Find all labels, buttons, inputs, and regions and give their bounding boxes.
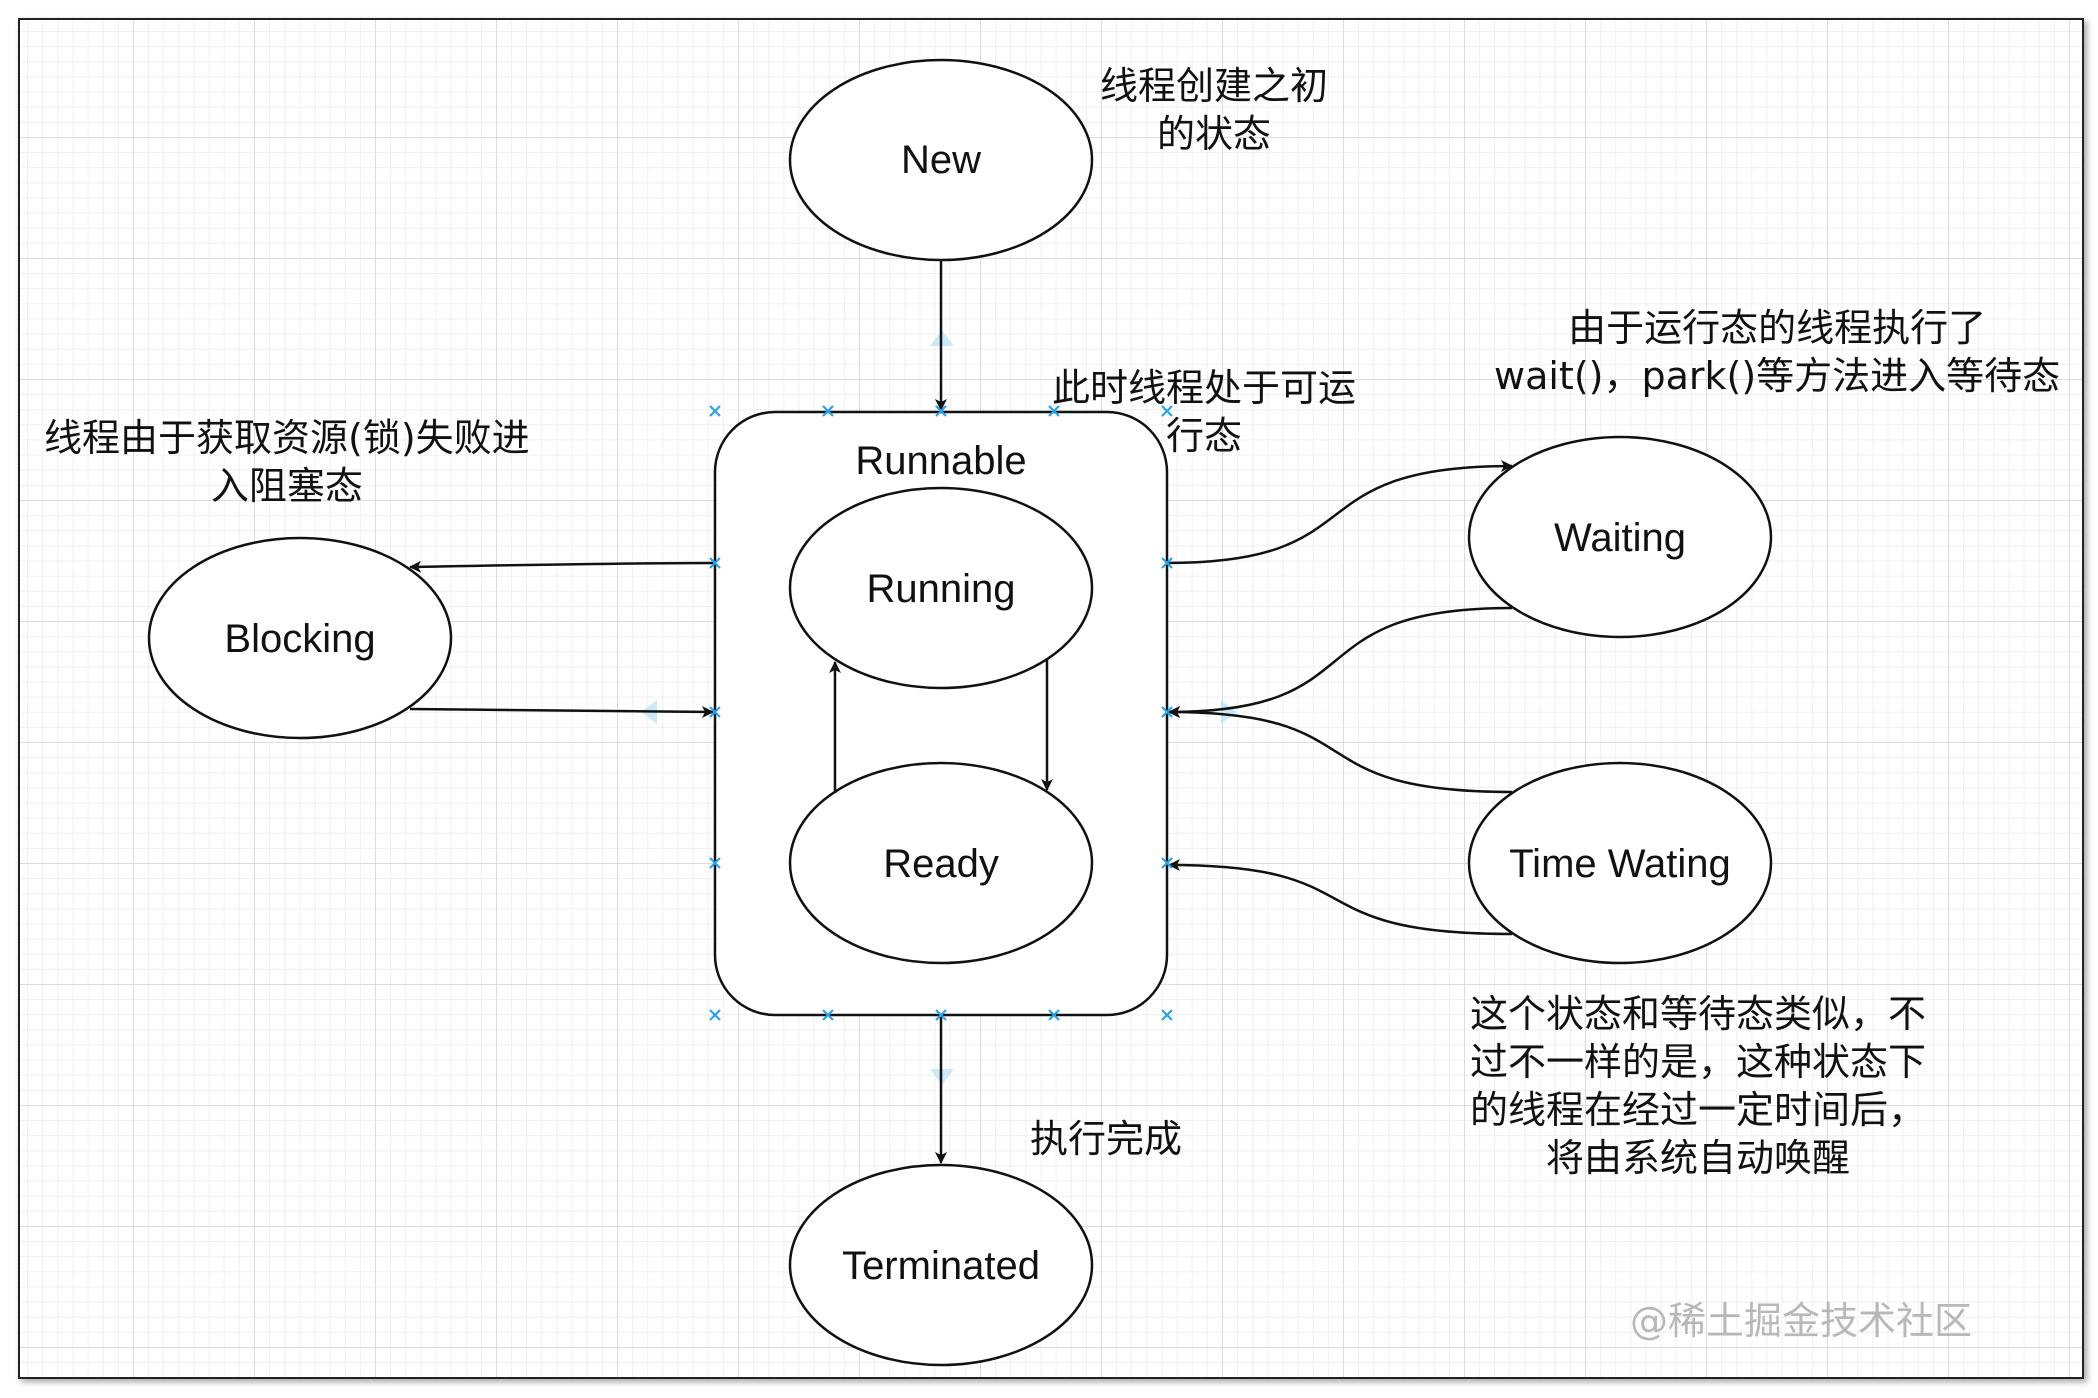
handle xyxy=(1048,1009,1060,1021)
note-new: 线程创建之初 的状态 xyxy=(1100,62,1328,158)
handle xyxy=(1161,557,1173,569)
state-ready-label: Ready xyxy=(883,842,999,886)
note-waiting: 由于运行态的线程执行了 wait()，park()等方法进入等待态 xyxy=(1494,304,2060,400)
edge-runnable-to-waiting[interactable] xyxy=(1166,460,1513,565)
note-line: 这个状态和等待态类似，不 xyxy=(1470,992,1927,1036)
note-line: 入阻塞态 xyxy=(210,464,363,508)
note-line: 线程由于获取资源(锁)失败进 xyxy=(44,416,530,460)
handle xyxy=(709,557,721,569)
state-running[interactable]: Running xyxy=(788,486,1094,690)
handle xyxy=(935,405,947,417)
handle xyxy=(1161,1009,1173,1021)
state-blocking-label: Blocking xyxy=(224,617,375,661)
state-terminated[interactable]: Terminated xyxy=(788,1163,1094,1367)
state-running-label: Running xyxy=(866,567,1015,611)
note-line: 由于运行态的线程执行了 xyxy=(1568,306,1987,350)
note-line: 过不一样的是，这种状态下 xyxy=(1470,1040,1927,1084)
watermark: @稀土掘金技术社区 xyxy=(1629,1299,1972,1343)
note-time-waiting: 这个状态和等待态类似，不 过不一样的是，这种状态下 的线程在经过一定时间后， 将… xyxy=(1470,990,1926,1182)
note-runnable: 此时线程处于可运 行态 xyxy=(1052,364,1356,460)
note-line: 线程创建之初 xyxy=(1100,64,1329,108)
handle xyxy=(709,1009,721,1021)
note-blocking: 线程由于获取资源(锁)失败进 入阻塞态 xyxy=(44,414,530,510)
edge-time-waiting-to-runnable[interactable] xyxy=(1168,706,1513,794)
handle xyxy=(709,706,721,718)
handle xyxy=(709,857,721,869)
runnable-label: Runnable xyxy=(855,439,1026,483)
edge-runnable-to-blocking[interactable] xyxy=(409,560,716,573)
state-time-waiting[interactable]: Time Wating xyxy=(1467,761,1773,965)
handle xyxy=(1048,405,1060,417)
note-line: 此时线程处于可运 xyxy=(1052,366,1357,410)
note-terminated: 执行完成 xyxy=(1030,1115,1182,1163)
state-blocking[interactable]: Blocking xyxy=(147,536,453,740)
state-waiting-label: Waiting xyxy=(1554,516,1686,560)
edge-waiting-to-runnable[interactable] xyxy=(1168,606,1513,718)
note-line: wait()，park()等方法进入等待态 xyxy=(1494,354,2061,398)
handle xyxy=(935,1009,947,1021)
state-waiting[interactable]: Waiting xyxy=(1467,435,1773,639)
handle xyxy=(822,1009,834,1021)
state-ready[interactable]: Ready xyxy=(788,761,1094,965)
state-terminated-label: Terminated xyxy=(842,1244,1040,1288)
edge-blocking-to-runnable[interactable] xyxy=(409,705,714,718)
edge-time-waiting-to-runnable-lower[interactable] xyxy=(1168,859,1513,936)
selection-handles xyxy=(709,405,1173,1021)
note-line: 的状态 xyxy=(1157,112,1272,156)
note-line: 的线程在经过一定时间后， xyxy=(1470,1088,1927,1132)
note-line: 将由系统自动唤醒 xyxy=(1546,1136,1851,1180)
handle xyxy=(1161,857,1173,869)
state-time-waiting-label: Time Wating xyxy=(1509,842,1731,886)
note-line: 行态 xyxy=(1166,414,1243,458)
handle xyxy=(822,405,834,417)
handle xyxy=(709,405,721,417)
note-line: 执行完成 xyxy=(1030,1117,1183,1161)
handle xyxy=(1161,405,1173,417)
state-new[interactable]: New xyxy=(788,58,1094,262)
state-new-label: New xyxy=(901,138,981,182)
handle xyxy=(1161,706,1173,718)
